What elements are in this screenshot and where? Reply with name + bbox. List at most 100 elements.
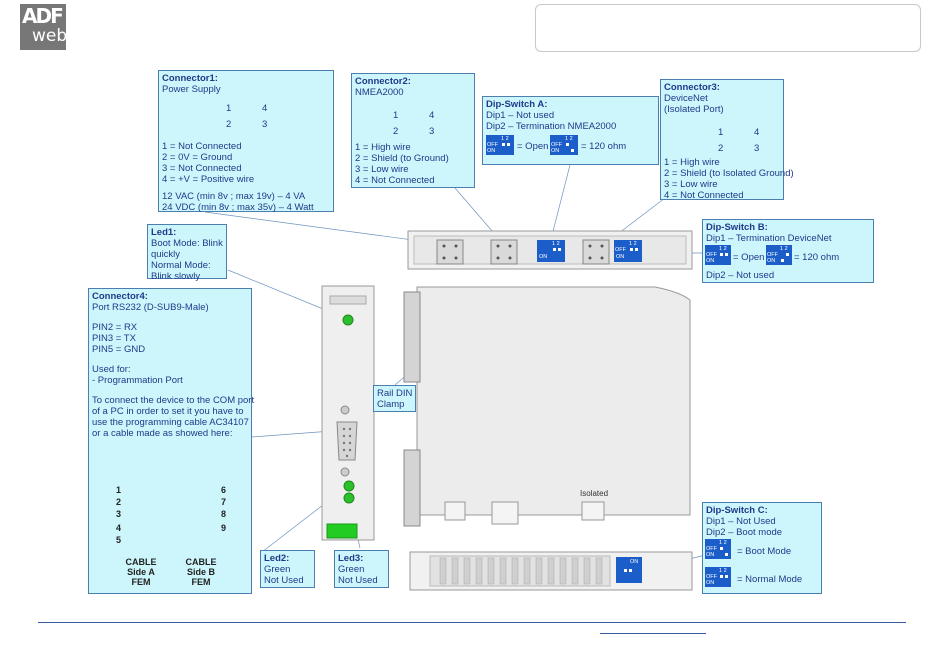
connector4-instruction: use the programming cable AC34107 (92, 417, 249, 428)
dip-b-title: Dip-Switch B: (706, 222, 768, 233)
led2-line: Green (264, 564, 291, 575)
dip-c-line: Dip2 – Boot mode (706, 527, 783, 538)
dip-switch-b-callout: Dip-Switch B: Dip1 – Termination DeviceN… (702, 219, 874, 283)
connector3-callout: Connector3: DeviceNet (Isolated Port) 1 … (660, 79, 794, 201)
connector4-use-item: - Programmation Port (92, 375, 183, 386)
connector4-subtitle: Port RS232 (D-SUB9-Male) (92, 302, 209, 313)
pin-number: 4 (116, 523, 122, 533)
dip-nums: 1 2 (501, 136, 509, 142)
connector4-pin: PIN3 = TX (92, 333, 136, 344)
connector2-line: 3 = Low wire (355, 164, 409, 175)
cable-label: FEM (131, 577, 151, 587)
dip-switch-a-device: 1 2 ON (537, 240, 565, 262)
connector4-callout: Connector4: Port RS232 (D-SUB9-Male) PIN… (88, 288, 255, 594)
cable-side-a-label: CABLE Side A FEM (119, 557, 163, 587)
dip-nums: 1 2 (719, 540, 727, 546)
pin-number: 3 (116, 509, 122, 519)
led1-line: Normal Mode: (151, 260, 211, 271)
connector1-line: 4 = +V = Positive wire (162, 174, 255, 185)
led2-callout: Led2: Green Not Used (260, 550, 315, 588)
footer-link-underline[interactable] (600, 633, 706, 634)
connector1-power: 24 VDC (min 8v ; max 35v) – 4 Watt (162, 202, 314, 213)
rail-din-callout: Rail DIN Clamp (373, 385, 416, 412)
led3-line: Not Used (338, 575, 378, 586)
dip-switch-icon: 1 2 OFF ON (705, 245, 731, 265)
dip-nums: 1 2 (565, 136, 573, 142)
dip-a-line: Dip2 – Termination NMEA2000 (486, 121, 617, 132)
dip-b-line1: Dip1 – Termination DeviceNet (706, 233, 832, 244)
led2-line: Not Used (264, 575, 304, 586)
pin-label: 2 (226, 119, 232, 130)
cable-a-pins: 1 2 3 4 5 (114, 485, 128, 545)
pin-label: 1 (393, 110, 399, 121)
dip-off: OFF (615, 247, 626, 253)
rail-line: Clamp (377, 399, 405, 410)
pin-label: 1 (718, 127, 724, 138)
dip-on: ON (706, 258, 715, 264)
pin-number: 8 (221, 509, 227, 519)
dip-switch-icon: 1 2 OFF ON (550, 135, 578, 155)
pin-label: 3 (262, 119, 268, 130)
dip-on: ON (616, 254, 625, 260)
footer-divider (38, 622, 906, 623)
rail-line: Rail DIN (377, 388, 413, 399)
pin-number: 2 (116, 497, 122, 507)
dip-nums: 1 2 (629, 241, 637, 247)
cable-b-pins: 6 7 8 9 (219, 485, 233, 545)
cable-label: CABLE (125, 557, 157, 567)
pin-number: 5 (116, 535, 122, 545)
connector2-line: 4 = Not Connected (355, 175, 435, 186)
dip-b-ohm-label: = 120 ohm (794, 252, 840, 263)
connector1-callout: Connector1: Power Supply 1 4 2 3 1 = Not… (158, 70, 334, 213)
pin-label: 2 (393, 126, 399, 137)
dip-on: ON (767, 258, 776, 264)
pin-number: 9 (221, 523, 227, 533)
dip-off: OFF (487, 142, 498, 148)
led3-callout: Led3: Green Not Used (334, 550, 389, 588)
connector3-subtitle: DeviceNet (664, 93, 708, 104)
connector2-line: 2 = Shield (to Ground) (355, 153, 449, 164)
dip-switch-c-device: ON (616, 557, 642, 583)
dip-nums: 1 2 (719, 246, 727, 252)
dip-nums: 1 2 (552, 241, 560, 247)
led1-line: Boot Mode: Blink (151, 238, 223, 249)
connector2-subtitle: NMEA2000 (355, 87, 404, 98)
pin-label: 1 (226, 103, 232, 114)
connector2-title: Connector2: (355, 76, 411, 87)
dip-nums: 1 2 (780, 246, 788, 252)
connector3-title: Connector3: (664, 82, 720, 93)
cable-side-b-label: CABLE Side B FEM (179, 557, 223, 587)
connector2-pinout: 1 4 2 3 (355, 98, 471, 142)
adfweb-logo: ADF web (20, 4, 68, 50)
isolated-label: Isolated (580, 489, 609, 498)
connector1-line: 2 = 0V = Ground (162, 152, 233, 163)
dip-c-line: Dip1 – Not Used (706, 516, 776, 527)
led1-line: quickly (151, 249, 181, 260)
dip-off: OFF (706, 574, 717, 580)
connector4-title: Connector4: (92, 291, 148, 302)
cable-label: Side B (186, 567, 215, 577)
connector4-instruction: of a PC in order to set it you have to (92, 406, 244, 417)
dip-on: ON (630, 559, 639, 565)
dip-switch-icon: 1 2 OFF ON (766, 245, 792, 265)
connector4-instruction: or a cable made as showed here: (92, 428, 233, 439)
connector4-instruction: To connect the device to the COM port (92, 395, 255, 406)
dip-off: OFF (706, 252, 717, 258)
dip-a-line: Dip1 – Not used (486, 110, 555, 121)
dip-switch-icon: 1 2 OFF ON (705, 567, 731, 587)
cable-label: FEM (191, 577, 211, 587)
pin-label: 4 (262, 103, 268, 114)
connector3-line: 4 = Not Connected (664, 190, 744, 201)
dip-off: OFF (767, 252, 778, 258)
dip-nums: 1 2 (719, 568, 727, 574)
dip-on: ON (539, 254, 548, 260)
connector1-title: Connector1: (162, 73, 218, 84)
led1-title: Led1: (151, 227, 177, 238)
connector3-subtitle2: (Isolated Port) (664, 104, 724, 115)
logo-text-bottom: web (32, 26, 68, 46)
led3-line: Green (338, 564, 365, 575)
led1-callout: Led1: Boot Mode: Blink quickly Normal Mo… (147, 224, 227, 282)
pin-number: 6 (221, 485, 227, 495)
dip-switch-b-device: 1 2 OFF ON (614, 240, 642, 262)
dip-c-title: Dip-Switch C: (706, 505, 768, 516)
